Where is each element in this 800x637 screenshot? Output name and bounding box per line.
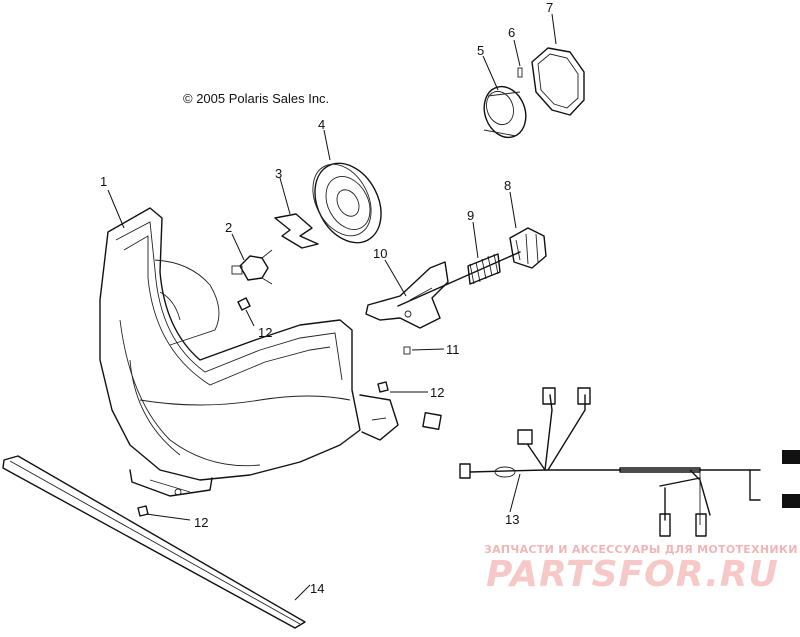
callout-12-right: 12 [430,385,444,400]
screw-upper [237,297,251,311]
small-clip [403,346,411,355]
callout-13: 13 [505,512,519,527]
watermark-logo: PARTSFOR.RU [486,554,779,595]
screw-right [377,381,389,393]
watermark-tagline: ЗАПЧАСТИ И АКСЕССУАРЫ ДЛЯ МОТОТЕХНИКИ [484,543,798,556]
callout-9: 9 [467,208,474,223]
callout-3: 3 [275,166,282,181]
reflector-ring [312,162,382,244]
headlight-housing [99,207,399,497]
callout-1: 1 [100,174,107,189]
trim-strip [2,455,306,629]
small-screw [517,67,523,78]
bulb-retaining-clip [274,213,319,249]
watermark: ЗАПЧАСТИ И АКСЕССУАРЫ ДЛЯ МОТОТЕХНИКИ PA… [484,543,798,595]
callout-6: 6 [508,25,515,40]
leader-lines [107,13,557,601]
callout-8: 8 [504,178,511,193]
callout-12-lower: 12 [194,515,208,530]
adjuster-knob [509,227,547,269]
gasket [531,47,585,116]
callout-11: 11 [446,342,460,357]
wiring-harness [459,387,800,537]
callout-5: 5 [477,43,484,58]
callout-12-upper: 12 [258,325,272,340]
callout-7: 7 [546,0,553,15]
callout-4: 4 [318,117,325,132]
bulb [231,249,273,285]
callout-10: 10 [373,246,387,261]
adjuster-bracket [365,261,449,329]
callout-labels: 1 2 3 4 5 6 7 8 9 10 11 12 12 12 13 14 [100,0,553,596]
callout-2: 2 [225,220,232,235]
clip-nut [422,412,442,430]
copyright-notice: © 2005 Polaris Sales Inc. [183,91,329,106]
callout-14: 14 [310,581,324,596]
lamp-cap [483,85,527,139]
adjuster-spring [397,251,521,307]
